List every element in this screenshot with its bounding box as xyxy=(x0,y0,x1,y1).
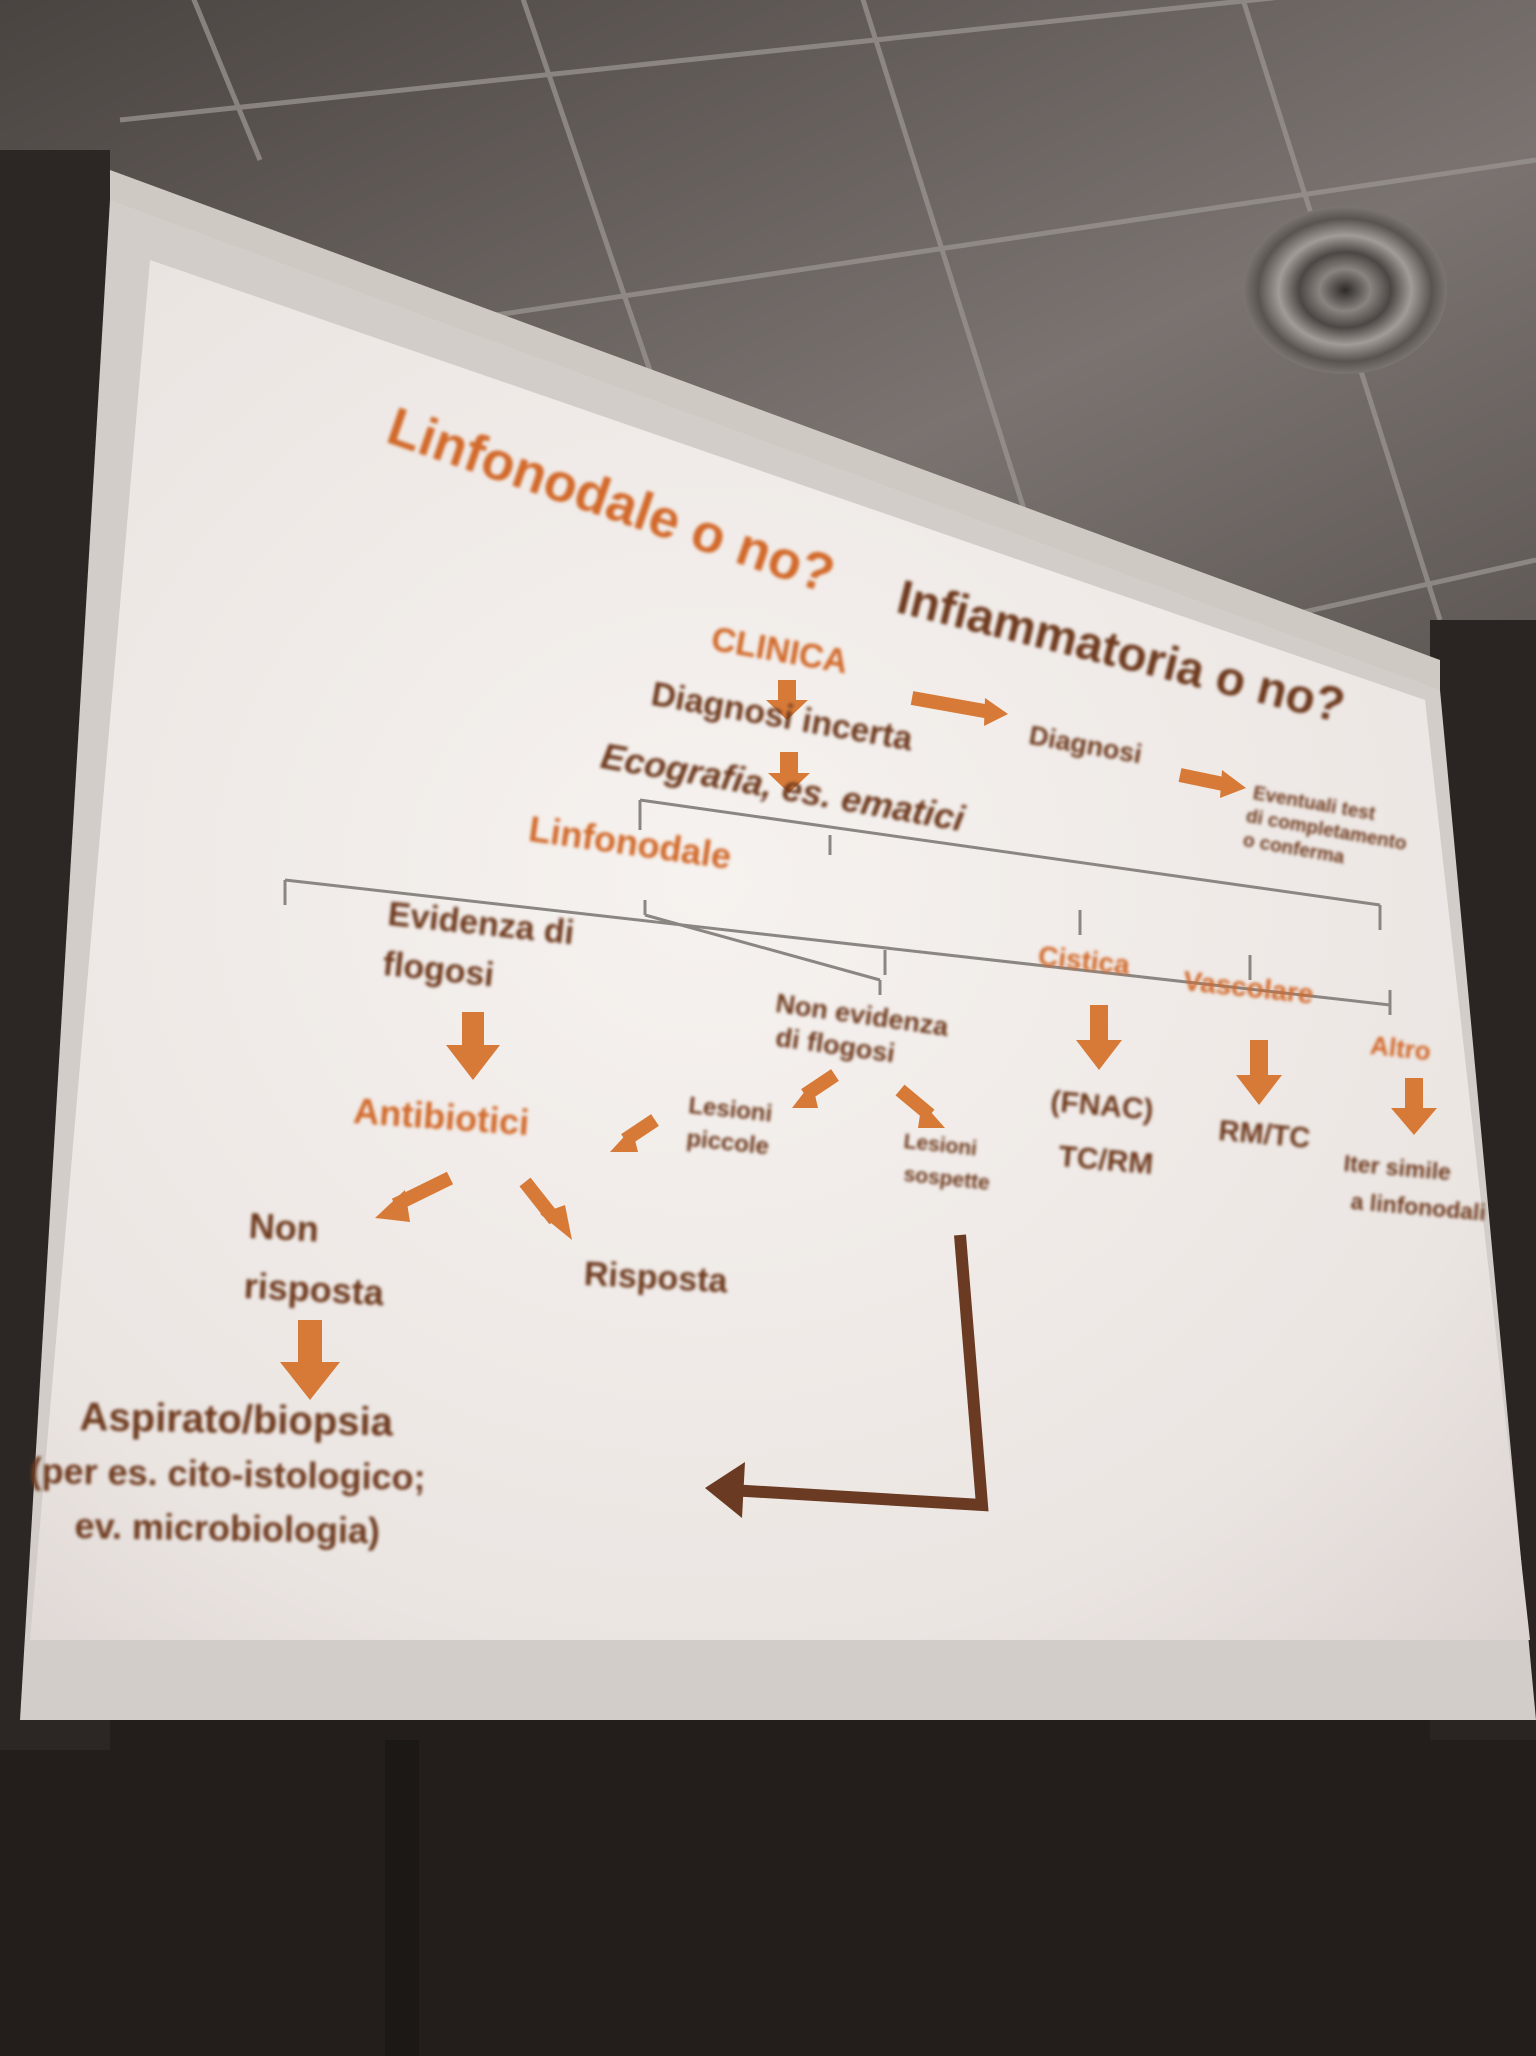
label-aspirato: Aspirato/biopsia xyxy=(79,1395,394,1445)
arrow-clinica-right xyxy=(910,691,992,719)
return-arrow-head xyxy=(705,1462,745,1518)
label-altro: Altro xyxy=(1368,1030,1433,1067)
arrow-evidenza-down xyxy=(446,1012,500,1080)
return-arrow xyxy=(729,1234,989,1512)
label-non-risposta-2: risposta xyxy=(242,1265,385,1314)
label-non-risposta-1: Non xyxy=(247,1205,320,1250)
arrow-cistica-down xyxy=(1076,1005,1122,1070)
label-aspirato-sub-2: ev. microbiologia) xyxy=(74,1505,381,1552)
bracket-linfonodale xyxy=(283,878,1392,1015)
label-aspirato-sub-1: (per es. cito-istologico; xyxy=(29,1450,426,1498)
arrow-clinica-down xyxy=(766,680,808,720)
bracket-lines xyxy=(283,798,1392,1015)
arrow-diagnosi-incerta-down xyxy=(768,752,810,793)
arrow-altro-down xyxy=(1391,1078,1437,1135)
arrow-heads xyxy=(375,698,1246,1240)
arrow-diagnosi-right xyxy=(1178,768,1230,792)
arrow-vascolare-down xyxy=(1236,1040,1282,1105)
bracket-evidenza xyxy=(644,913,882,995)
bracket-ecografia xyxy=(638,798,1382,930)
projected-slide xyxy=(30,260,1530,1640)
ceiling-vent xyxy=(1243,206,1447,374)
orange-arrows xyxy=(280,680,1437,1400)
dark-room xyxy=(0,1700,1536,2056)
label-risposta: Risposta xyxy=(583,1255,729,1301)
support-post xyxy=(385,1740,419,2056)
arrow-non-risposta-down xyxy=(280,1320,340,1400)
